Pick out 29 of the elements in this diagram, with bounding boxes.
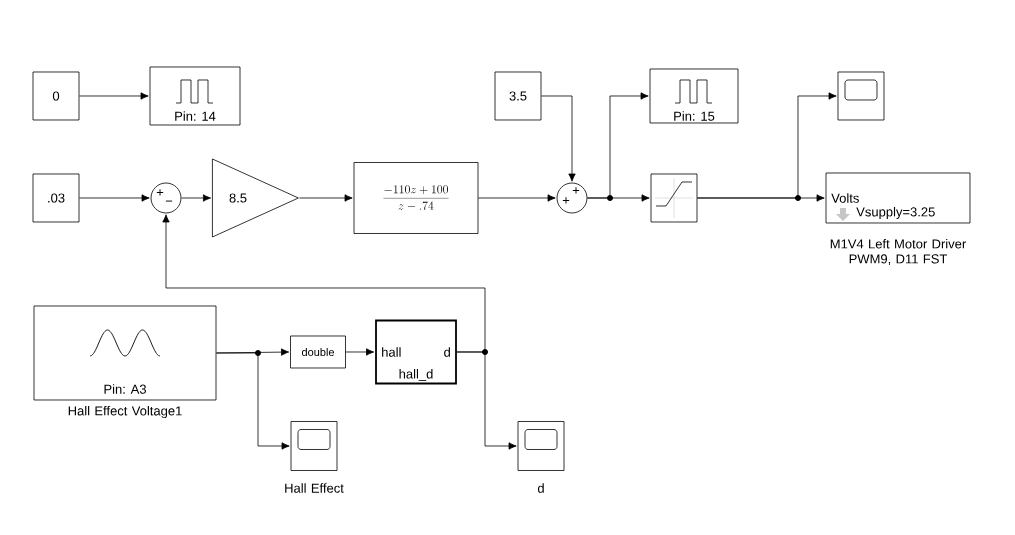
signal-arrow (345, 348, 375, 356)
block-caption: Hall Effect (285, 483, 344, 493)
block: Volts Vsupply=3.25 (825, 172, 971, 224)
block: 0 (32, 71, 80, 121)
signal-arrow (478, 194, 556, 202)
block: Pin: 14 (149, 66, 241, 126)
scope-block (837, 71, 885, 121)
block: $\frac{-110z+100}{z-.74}$ (353, 162, 479, 234)
block-caption: d (537, 483, 544, 493)
block: Pin: A3 (33, 305, 217, 401)
block-caption: M1V4 Left Motor Driver PWM9, D11 FST (830, 238, 966, 266)
signal-arrow (79, 194, 150, 202)
signal-arrow (181, 194, 211, 202)
signal-arrow (697, 194, 825, 202)
scope-block (290, 421, 338, 471)
scope-block (517, 421, 565, 471)
block: 3.5 (494, 71, 542, 121)
block: hall d hall_d (375, 319, 457, 385)
signal-arrow (541, 95, 576, 182)
signal-arrow (299, 194, 353, 202)
block-caption: Hall Effect Voltage1 (68, 405, 182, 419)
gain-triangle: 8.5 (212, 158, 299, 238)
signal-arrow (216, 352, 290, 450)
signal-arrow (587, 194, 650, 202)
block: Pin: 15 (649, 68, 739, 124)
block: double (290, 335, 346, 369)
signal-arrow (79, 92, 149, 100)
signal-arrow (162, 214, 486, 353)
block: .03 (32, 173, 80, 223)
